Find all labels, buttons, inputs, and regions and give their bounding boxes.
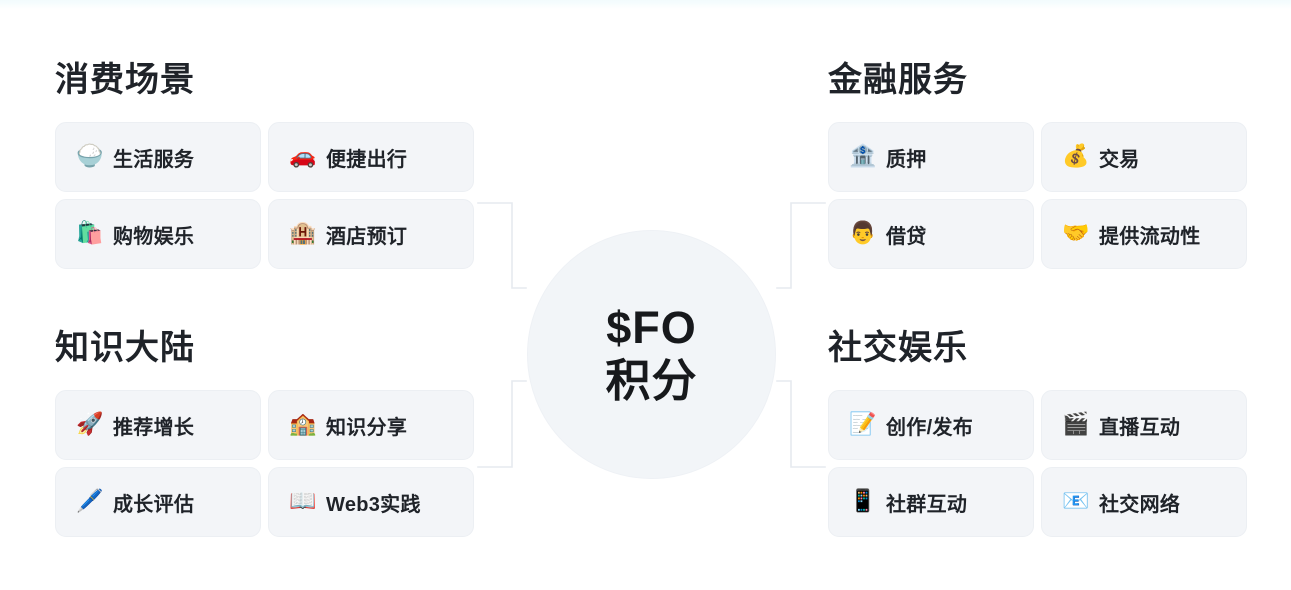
group-title-social: 社交娱乐 [828,329,968,367]
connector-finance [776,202,826,289]
card-shopping-entertainment[interactable]: 🛍️ 购物娱乐 [55,199,261,269]
card-growth-assessment[interactable]: 🖊️ 成长评估 [55,467,261,537]
card-label: 直播互动 [1099,416,1181,439]
card-label: 社交网络 [1099,493,1181,516]
card-provide-liquidity[interactable]: 🤝 提供流动性 [1041,199,1247,269]
envelope-icon: 📧 [1062,489,1090,514]
mobile-phone-icon: 📱 [849,489,877,514]
top-edge-tint [0,0,1291,9]
clapper-board-icon: 🎬 [1062,412,1090,437]
hotel-icon: 🏨 [289,221,317,246]
card-trading[interactable]: 💰 交易 [1041,122,1247,192]
school-icon: 🏫 [289,412,317,437]
handshake-icon: 🤝 [1062,221,1090,246]
card-referral-growth[interactable]: 🚀 推荐增长 [55,390,261,460]
card-label: 质押 [886,148,927,171]
card-label: 社群互动 [886,493,968,516]
pen-icon: 🖊️ [76,489,104,514]
card-label: 知识分享 [326,416,408,439]
card-hotel-booking[interactable]: 🏨 酒店预订 [268,199,474,269]
card-label: 便捷出行 [326,148,408,171]
card-label: 成长评估 [113,493,195,516]
card-label: 酒店预订 [326,225,408,248]
hub-token-subtitle: 积分 [605,354,698,406]
hub-token-symbol: $FO [606,301,697,353]
connector-social [776,380,826,468]
group-title-knowledge: 知识大陆 [55,329,195,367]
group-grid-consume: 🍚 生活服务 🚗 便捷出行 🛍️ 购物娱乐 🏨 酒店预订 [55,122,474,269]
car-icon: 🚗 [289,144,317,169]
card-label: 推荐增长 [113,416,195,439]
card-web3-practice[interactable]: 📖 Web3实践 [268,467,474,537]
connector-consume [477,202,527,289]
shopping-bags-icon: 🛍️ [76,221,104,246]
card-label: 购物娱乐 [113,225,195,248]
card-live-interaction[interactable]: 🎬 直播互动 [1041,390,1247,460]
rocket-icon: 🚀 [76,412,104,437]
connector-knowledge [477,380,527,468]
bank-icon: 🏦 [849,144,877,169]
rice-bowl-icon: 🍚 [76,144,104,169]
card-life-service[interactable]: 🍚 生活服务 [55,122,261,192]
group-grid-knowledge: 🚀 推荐增长 🏫 知识分享 🖊️ 成长评估 📖 Web3实践 [55,390,474,537]
card-label: 提供流动性 [1099,225,1201,248]
card-community-interaction[interactable]: 📱 社群互动 [828,467,1034,537]
card-lending[interactable]: 👨 借贷 [828,199,1034,269]
open-book-icon: 📖 [289,489,317,514]
group-title-consume: 消费场景 [55,61,195,99]
card-knowledge-sharing[interactable]: 🏫 知识分享 [268,390,474,460]
card-label: 生活服务 [113,148,195,171]
center-hub[interactable]: $FO 积分 [527,230,776,479]
group-title-finance: 金融服务 [828,61,968,99]
memo-icon: 📝 [849,412,877,437]
group-grid-finance: 🏦 质押 💰 交易 👨 借贷 🤝 提供流动性 [828,122,1247,269]
card-label: 交易 [1099,148,1140,171]
card-label: 创作/发布 [886,416,974,439]
card-create-publish[interactable]: 📝 创作/发布 [828,390,1034,460]
card-label: 借贷 [886,225,927,248]
card-staking[interactable]: 🏦 质押 [828,122,1034,192]
card-label: Web3实践 [326,493,421,516]
money-bag-icon: 💰 [1062,144,1090,169]
person-icon: 👨 [849,221,877,246]
group-grid-social: 📝 创作/发布 🎬 直播互动 📱 社群互动 📧 社交网络 [828,390,1247,537]
card-convenient-travel[interactable]: 🚗 便捷出行 [268,122,474,192]
card-social-network[interactable]: 📧 社交网络 [1041,467,1247,537]
